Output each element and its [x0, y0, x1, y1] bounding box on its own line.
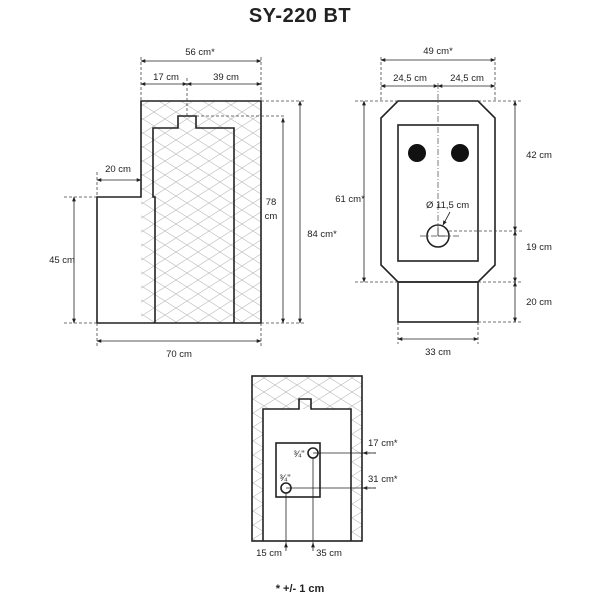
- front-pipe-label: Ø 11,5 cm: [426, 200, 469, 211]
- side-stone-fill: [141, 101, 261, 323]
- back-view: ¾" ¾" 17 cm* 31 cm* 15 cm 35 cm: [251, 375, 398, 559]
- tolerance-note: * +/- 1 cm: [275, 583, 325, 595]
- side-height-low-label: 45 cm: [49, 255, 75, 266]
- back-left-dim-label: 15 cm: [256, 548, 282, 559]
- back-port-plate: [275, 442, 321, 498]
- front-pipe-leader: [442, 211, 451, 226]
- side-height-inner-unit: cm: [265, 211, 278, 222]
- side-width-top-label: 56 cm*: [185, 47, 215, 58]
- front-base-height-label: 20 cm: [526, 297, 552, 308]
- front-pipe-circle: [426, 224, 450, 248]
- front-height-total-label: 61 cm*: [335, 194, 365, 205]
- front-half-right-label: 24,5 cm: [450, 73, 484, 84]
- back-fit-upper-label: ¾": [293, 449, 304, 460]
- front-knob-right: [451, 144, 469, 162]
- front-knob-left: [408, 144, 426, 162]
- side-height-inner-label: 78: [266, 197, 277, 208]
- diagram-title: SY-220 BT: [248, 5, 352, 27]
- front-mid-section-label: 19 cm: [526, 242, 552, 253]
- back-right-dim-label: 35 cm: [316, 548, 342, 559]
- side-view: 56 cm* 17 cm 39 cm 20 cm 45 cm 78 cm 84 …: [49, 47, 337, 360]
- back-fit-lower-label: ¾": [279, 473, 290, 484]
- front-base: [397, 281, 479, 323]
- front-view: 49 cm* 24,5 cm 24,5 cm 61 cm* 42 cm 19 c…: [335, 46, 552, 358]
- back-lower-label: 31 cm*: [368, 474, 398, 485]
- side-seg-right-label: 39 cm: [213, 72, 239, 83]
- front-top-section-label: 42 cm: [526, 150, 552, 161]
- side-step-label: 20 cm: [105, 164, 131, 175]
- back-upper-label: 17 cm*: [368, 438, 398, 449]
- front-width-top-label: 49 cm*: [423, 46, 453, 57]
- back-outline: [251, 375, 363, 542]
- side-width-bottom-label: 70 cm: [166, 349, 192, 360]
- side-firebox: [152, 115, 235, 323]
- back-firebox: [262, 398, 352, 541]
- side-height-total-label: 84 cm*: [307, 229, 337, 240]
- front-half-left-label: 24,5 cm: [393, 73, 427, 84]
- side-seg-left-label: 17 cm: [153, 72, 179, 83]
- front-base-width-label: 33 cm: [425, 347, 451, 358]
- back-inner-bg: [263, 409, 351, 541]
